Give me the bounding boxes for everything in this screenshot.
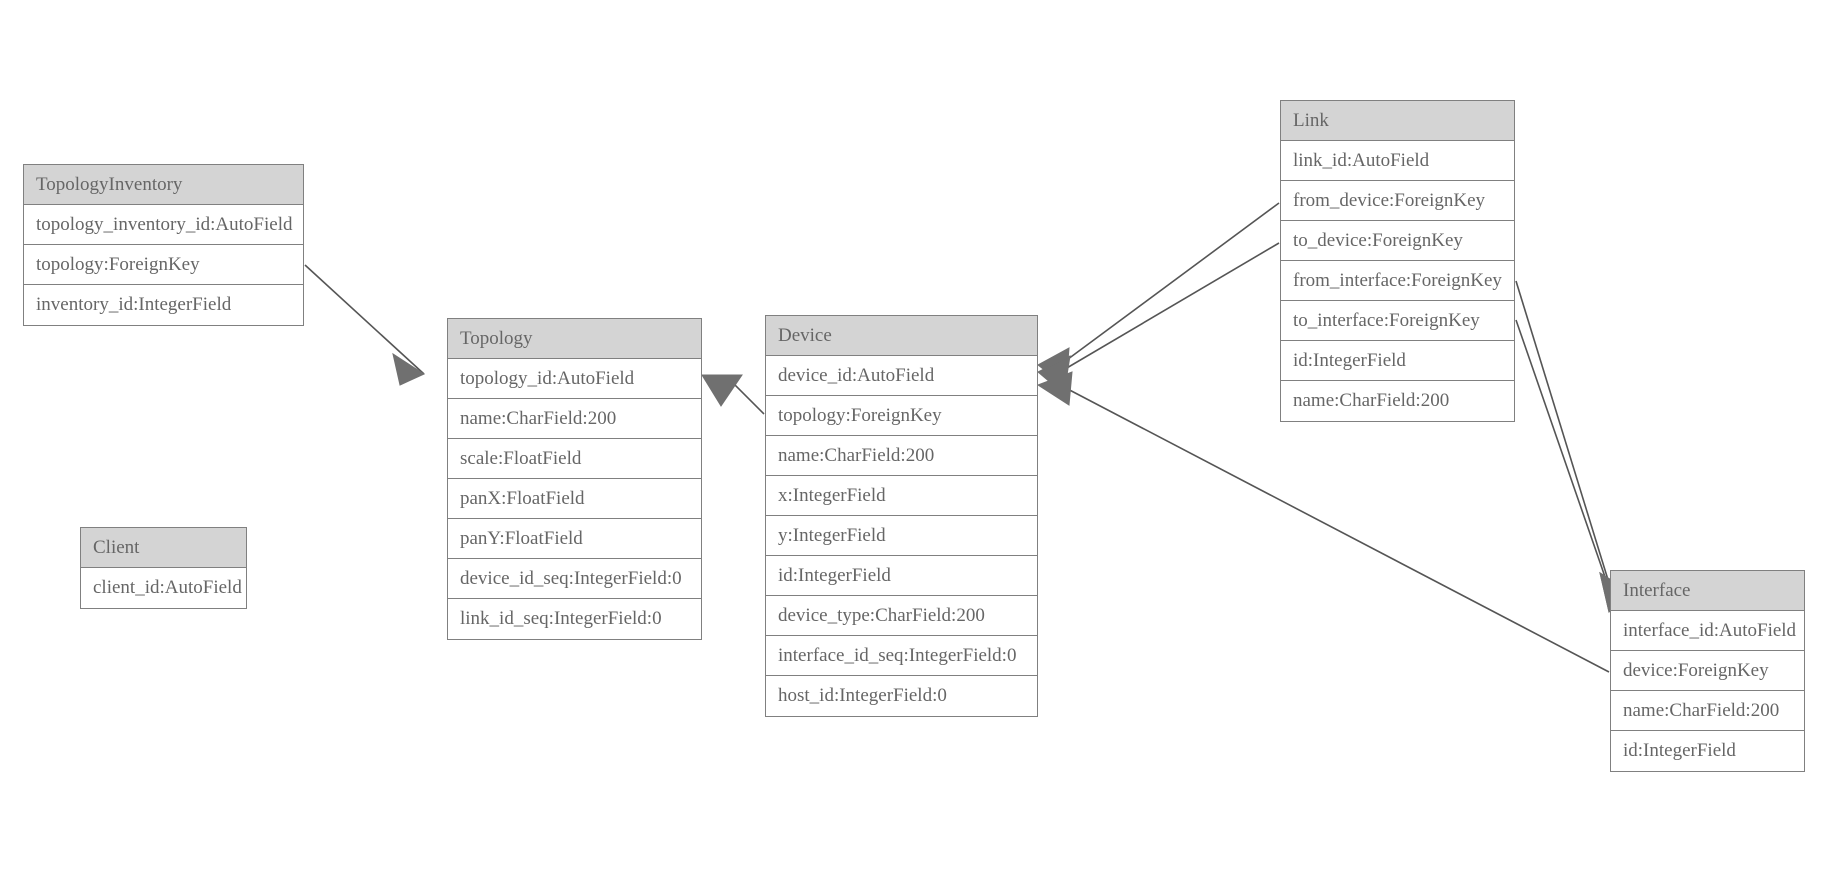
relation-line-interface-device bbox=[1059, 384, 1610, 673]
relation-arrowhead-link-from-device bbox=[1037, 347, 1070, 388]
entity-field-row[interactable]: topology:ForeignKey bbox=[24, 245, 303, 285]
entity-field-row[interactable]: link_id_seq:IntegerField:0 bbox=[448, 599, 701, 639]
entity-field-row[interactable]: x:IntegerField bbox=[766, 476, 1037, 516]
entity-title-link: Link bbox=[1281, 101, 1514, 141]
entity-field-row[interactable]: name:CharField:200 bbox=[448, 399, 701, 439]
entity-field-row[interactable]: to_interface:ForeignKey bbox=[1281, 301, 1514, 341]
relation-arrowhead-link-to-device bbox=[1037, 355, 1071, 395]
entity-field-row[interactable]: panY:FloatField bbox=[448, 519, 701, 559]
relation-line-link-from-device bbox=[1059, 202, 1280, 366]
entity-field-row[interactable]: name:CharField:200 bbox=[766, 436, 1037, 476]
entity-field-row[interactable]: y:IntegerField bbox=[766, 516, 1037, 556]
entity-field-row[interactable]: from_interface:ForeignKey bbox=[1281, 261, 1514, 301]
entity-field-row[interactable]: id:IntegerField bbox=[766, 556, 1037, 596]
relation-line-link-to-device bbox=[1059, 242, 1280, 373]
entity-field-row[interactable]: device_type:CharField:200 bbox=[766, 596, 1037, 636]
entity-field-row[interactable]: device_id:AutoField bbox=[766, 356, 1037, 396]
entity-title-device: Device bbox=[766, 316, 1037, 356]
relation-arrowhead-interface-device bbox=[1036, 371, 1073, 406]
entity-field-row[interactable]: device_id_seq:IntegerField:0 bbox=[448, 559, 701, 599]
entity-field-row[interactable]: id:IntegerField bbox=[1611, 731, 1804, 771]
entity-field-row[interactable]: interface_id_seq:IntegerField:0 bbox=[766, 636, 1037, 676]
entity-field-row[interactable]: inventory_id:IntegerField bbox=[24, 285, 303, 325]
entity-title-topology_inventory: TopologyInventory bbox=[24, 165, 303, 205]
entity-field-row[interactable]: topology:ForeignKey bbox=[766, 396, 1037, 436]
entity-field-row[interactable]: from_device:ForeignKey bbox=[1281, 181, 1514, 221]
relation-arrowhead-topologyinventory-topology bbox=[392, 352, 426, 386]
entity-field-row[interactable]: topology_inventory_id:AutoField bbox=[24, 205, 303, 245]
entity-field-row[interactable]: interface_id:AutoField bbox=[1611, 611, 1804, 651]
entity-field-row[interactable]: id:IntegerField bbox=[1281, 341, 1514, 381]
entity-field-row[interactable]: name:CharField:200 bbox=[1611, 691, 1804, 731]
entity-field-row[interactable]: link_id:AutoField bbox=[1281, 141, 1514, 181]
entity-field-row[interactable]: device:ForeignKey bbox=[1611, 651, 1804, 691]
entity-field-row[interactable]: name:CharField:200 bbox=[1281, 381, 1514, 421]
relation-line-topologyinventory-topology bbox=[304, 264, 425, 375]
entity-field-row[interactable]: scale:FloatField bbox=[448, 439, 701, 479]
entity-field-row[interactable]: client_id:AutoField bbox=[81, 568, 246, 608]
relation-line-link-to-interface bbox=[1515, 319, 1614, 601]
relation-line-device-topology bbox=[725, 375, 765, 415]
entity-field-row[interactable]: topology_id:AutoField bbox=[448, 359, 701, 399]
entity-title-interface: Interface bbox=[1611, 571, 1804, 611]
entity-title-topology: Topology bbox=[448, 319, 701, 359]
entity-title-client: Client bbox=[81, 528, 246, 568]
relation-line-link-from-interface bbox=[1515, 280, 1614, 597]
relation-arrowhead-device-topology bbox=[701, 374, 743, 407]
entity-field-row[interactable]: to_device:ForeignKey bbox=[1281, 221, 1514, 261]
entity-field-row[interactable]: panX:FloatField bbox=[448, 479, 701, 519]
entity-field-row[interactable]: host_id:IntegerField:0 bbox=[766, 676, 1037, 716]
